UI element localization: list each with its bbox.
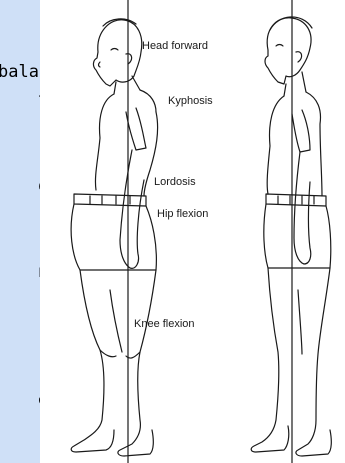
- label-head-forward: Head forward: [142, 40, 208, 52]
- posture-figure-panel: Head forward Kyphosis Lordosis Hip flexi…: [40, 0, 345, 463]
- figure-good-posture: [251, 17, 331, 456]
- label-lordosis: Lordosis: [154, 176, 196, 188]
- label-kyphosis: Kyphosis: [168, 95, 213, 107]
- posture-illustration: [40, 0, 345, 463]
- figure-poor-posture: [71, 19, 157, 456]
- label-knee-flexion: Knee flexion: [134, 318, 195, 330]
- label-hip-flexion: Hip flexion: [157, 208, 208, 220]
